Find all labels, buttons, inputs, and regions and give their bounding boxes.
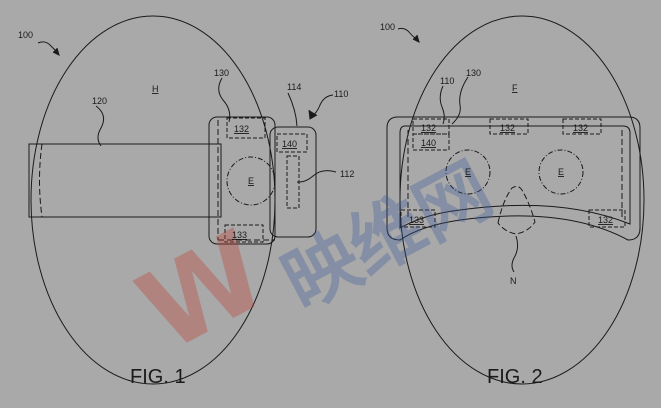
fig2-nose-label: N: [510, 276, 517, 286]
fig1-strap-hidden-edge: [39, 143, 43, 218]
fig2-box-133-label: 133: [409, 215, 424, 225]
fig2-caption: FIG. 2: [487, 366, 543, 388]
fig1-ref-120: 120: [92, 96, 107, 106]
fig1-box-132: [226, 117, 266, 139]
fig1-device-hidden-outline: [217, 120, 275, 241]
fig1-leader-112: [296, 170, 337, 183]
fig1-box-133: [224, 224, 264, 243]
watermark: W 映维网: [119, 147, 506, 377]
fig1-ref-110: 110: [334, 89, 348, 99]
fig1-ref-100: 100: [18, 30, 33, 40]
watermark-logo: W: [119, 206, 286, 376]
fig2-drawing: [386, 15, 645, 385]
fig1-leader-130: [218, 77, 231, 123]
fig1-caption: FIG. 1: [130, 366, 186, 388]
fig2-box-132-d: [588, 209, 626, 228]
fig2-eye-right-label: E: [558, 167, 564, 177]
fig2-box-132-b: [489, 118, 529, 135]
fig1-head-label: H: [152, 84, 159, 94]
fig2-ref-100: 100: [380, 22, 395, 32]
fig1-drawing: [28, 15, 337, 385]
fig2-face-label: F: [512, 83, 518, 93]
fig2-box-140: [412, 133, 450, 151]
fig1-leader-110-arrow: [308, 109, 318, 120]
fig1-eye-label: E: [248, 176, 254, 186]
fig2-box-132-c: [562, 118, 602, 135]
fig1-leader-100-arrow: [52, 47, 60, 56]
fig1-ref-112: 112: [340, 169, 354, 179]
fig1-device-front: [269, 126, 317, 238]
fig1-eye: [226, 156, 276, 206]
fig1-ref-130: 130: [214, 68, 229, 78]
fig2-box-132-d-label: 132: [598, 215, 613, 225]
fig1-box-140-label: 140: [282, 139, 297, 149]
fig1-leader-114: [287, 92, 298, 127]
fig1-device-body: [208, 116, 276, 245]
fig2-headset-outer: [386, 116, 641, 241]
fig2-leader-nose: [511, 235, 519, 273]
fig1-box-133-label: 133: [232, 230, 247, 240]
fig2-nose-outline: [497, 185, 536, 235]
fig2-ref-130: 130: [466, 68, 481, 78]
fig2-eye-right: [538, 149, 584, 195]
fig2-box-132-c-label: 132: [573, 123, 588, 133]
fig1-leader-120: [95, 105, 105, 147]
fig2-box-132-a-label: 132: [421, 123, 436, 133]
fig2-headset-inner: [399, 125, 631, 229]
fig2-box-133: [400, 209, 436, 228]
fig1-box-140: [276, 133, 308, 153]
fig2-box-140-label: 140: [421, 138, 436, 148]
fig2-box-132-b-label: 132: [500, 123, 515, 133]
fig1-box-132-label: 132: [234, 124, 249, 134]
fig2-leader-110: [439, 85, 445, 125]
fig1-strap: [28, 143, 222, 218]
fig2-ref-110: 110: [440, 76, 454, 86]
fig2-leader-100-arrow: [412, 34, 420, 43]
fig1-ref-114: 114: [287, 82, 301, 92]
fig2-leader-130: [451, 76, 469, 125]
fig2-eye-left: [445, 149, 491, 195]
fig2-headset-hidden: [407, 130, 623, 218]
fig2-eye-left-label: E: [465, 167, 471, 177]
